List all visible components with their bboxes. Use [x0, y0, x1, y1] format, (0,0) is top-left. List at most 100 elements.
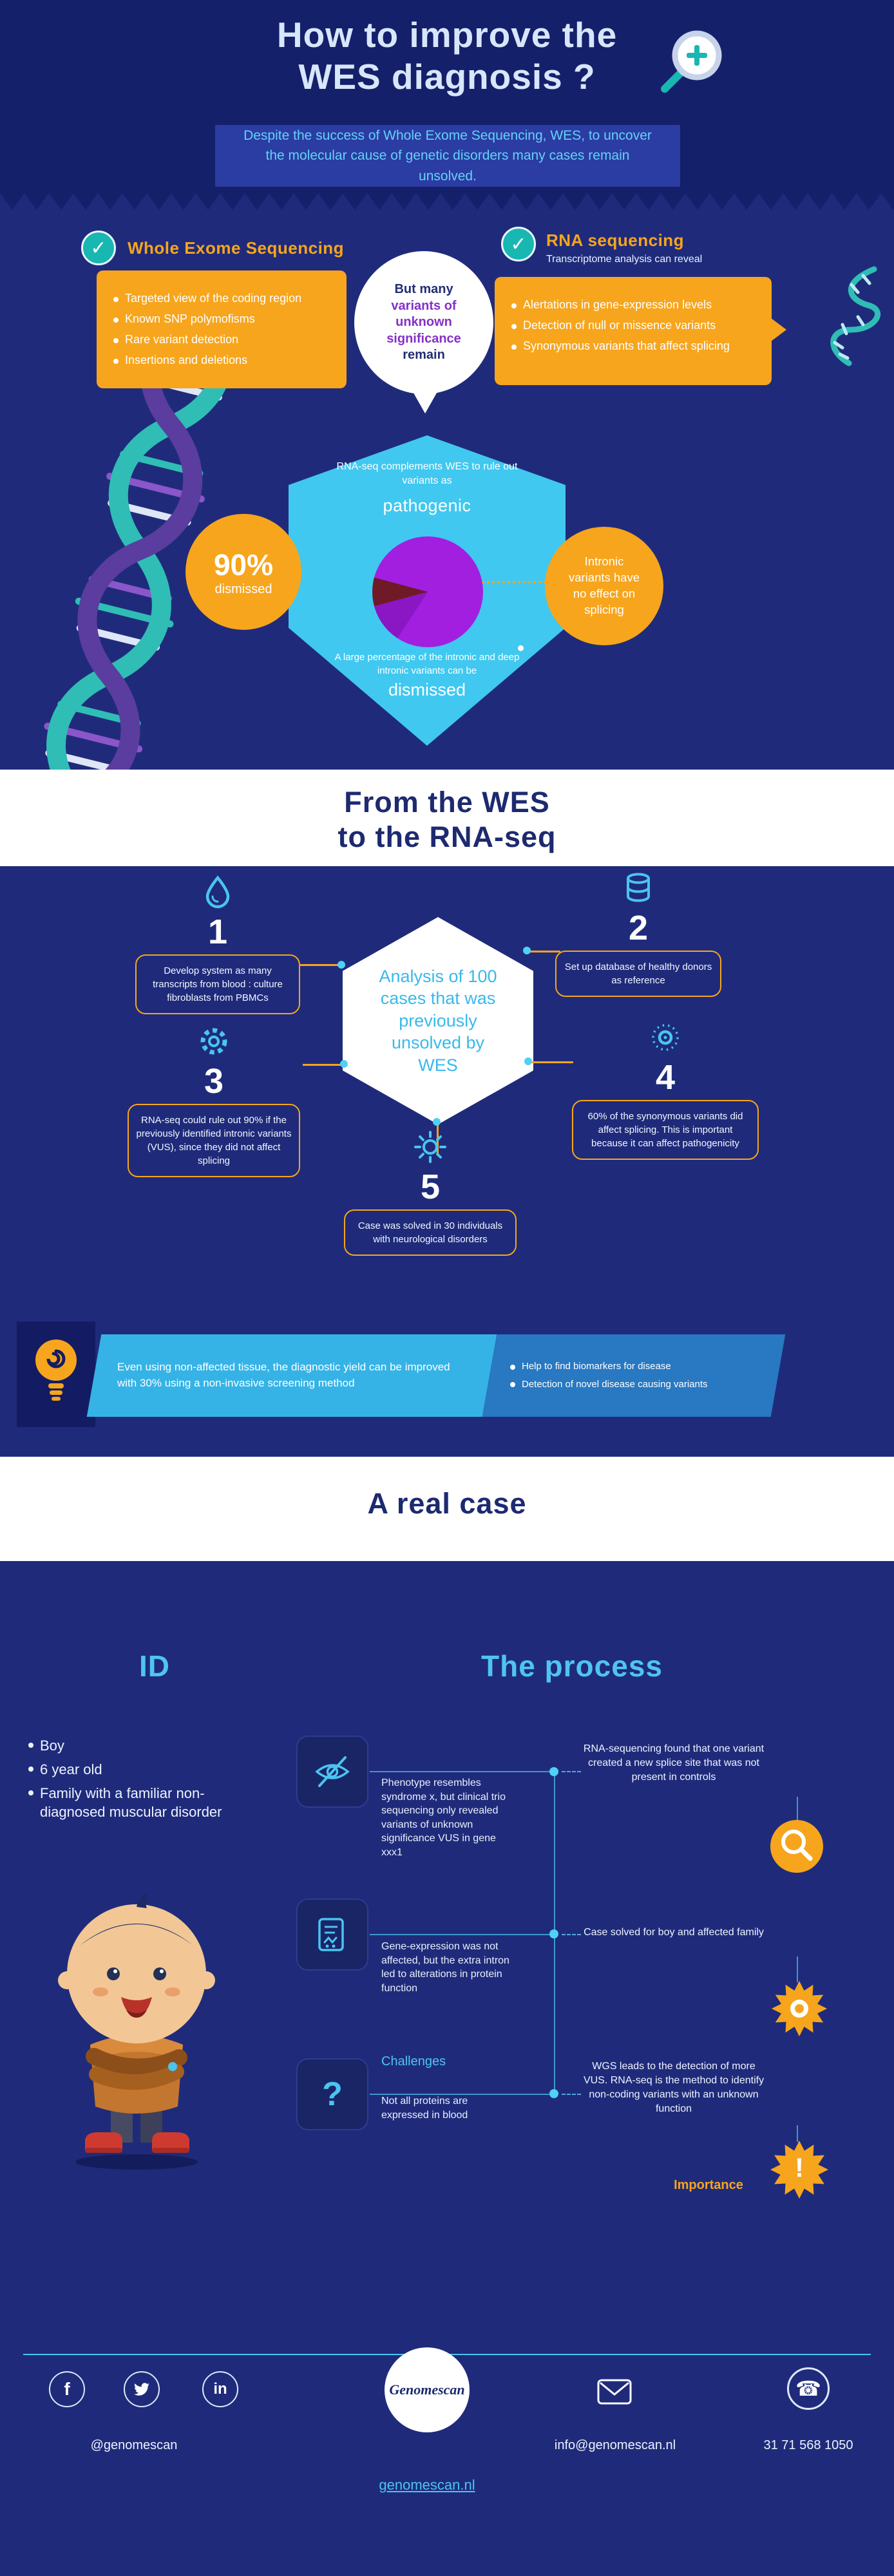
process-text-solved: Case solved for boy and affected family	[584, 1927, 764, 1938]
check-circle-icon: ✓	[81, 231, 116, 265]
step-number: 5	[420, 1168, 441, 1206]
step-text: Set up database of healthy donors as ref…	[564, 961, 712, 986]
intronic-note-circle: Intronic variants have no effect on spli…	[545, 527, 663, 645]
wes-to-rnaseq-line1: From the WES	[344, 786, 550, 819]
dashed-connector	[562, 1771, 581, 1772]
title-line2: WES diagnosis ?	[298, 56, 596, 97]
dashed-connector	[562, 2094, 581, 2095]
linkedin-icon[interactable]: in	[202, 2371, 238, 2407]
step-frame: Set up database of healthy donors as ref…	[555, 951, 721, 997]
step-text: 60% of the synonymous variants did affec…	[587, 1111, 743, 1149]
phenotype-text: Phenotype resembles syndrome x, but clin…	[381, 1777, 506, 1858]
phone-glyph: ☎	[795, 2377, 821, 2400]
tip-bullet: Detection of novel disease causing varia…	[509, 1378, 708, 1391]
step-1: 1 Develop system as many transcripts fro…	[135, 873, 300, 1014]
tip-bullet: Help to find biomarkers for disease	[509, 1360, 708, 1373]
connector-dot	[549, 1929, 558, 1938]
step-2: 2 Set up database of healthy donors as r…	[555, 869, 721, 997]
email-icon[interactable]	[596, 2378, 632, 2406]
wes-bullets-box: Targeted view of the coding region Known…	[97, 270, 347, 388]
magnifier-icon	[770, 1820, 823, 1873]
check-glyph: ✓	[90, 237, 107, 259]
connector-line	[529, 951, 560, 952]
process-text-wgs: WGS leads to the detection of more VUS. …	[583, 2061, 765, 2115]
tip-banner-left: Even using non-affected tissue, the diag…	[86, 1334, 497, 1417]
question-icon-box: ?	[296, 2058, 368, 2130]
facebook-icon[interactable]: f	[49, 2371, 85, 2407]
step-4: 4 60% of the synonymous variants did aff…	[572, 1019, 759, 1160]
id-bullet: 6 year old	[27, 1760, 254, 1779]
id-heading: ID	[139, 1649, 170, 1683]
boy-illustration	[58, 1893, 215, 2170]
connector-dot	[340, 1060, 348, 1068]
step-frame: Case was solved in 30 individuals with n…	[344, 1209, 517, 1256]
connector-line	[300, 964, 345, 966]
speech-bubble: But many variants of unknown significanc…	[354, 251, 493, 394]
header: How to improve the WES diagnosis ? Despi…	[0, 0, 894, 193]
connector-line	[370, 1771, 554, 1772]
question-icon: ?	[322, 2076, 343, 2113]
challenges-label: Challenges	[381, 2054, 446, 2069]
connector-dot	[433, 1118, 441, 1126]
virus-icon	[414, 1131, 446, 1163]
dismissed-highlight: dismissed	[388, 680, 466, 699]
bubble-line3: remain	[403, 348, 445, 363]
phone-number[interactable]: 31 71 568 1050	[763, 2438, 853, 2452]
wes-to-rnaseq-line2: to the RNA-seq	[338, 820, 556, 853]
wes-bullet: Targeted view of the coding region	[112, 292, 331, 305]
email-address[interactable]: info@genomescan.nl	[554, 2438, 676, 2452]
wes-to-rnaseq-title: From the WES to the RNA-seq	[0, 770, 894, 855]
dismissed-pct-label: dismissed	[214, 582, 272, 596]
twitter-handle: @genomescan	[90, 2438, 178, 2452]
gear-dotted-icon	[652, 1024, 679, 1051]
speech-bubble-tail	[408, 384, 442, 413]
analysis-hexagon-text-wrap: Analysis of 100 cases that was previousl…	[343, 917, 533, 1124]
wes-section-title: Whole Exome Sequencing	[128, 238, 345, 258]
twitter-icon[interactable]	[124, 2371, 160, 2407]
website-link[interactable]: genomescan.nl	[379, 2477, 475, 2493]
phenotype-icon-box	[296, 1736, 368, 1808]
connector-dot	[518, 645, 524, 651]
step-frame: Develop system as many transcripts from …	[135, 954, 300, 1014]
rna-bullet: Synonymous variants that affect splicing	[510, 339, 756, 353]
step-frame: 60% of the synonymous variants did affec…	[572, 1100, 759, 1160]
eye-slash-icon	[315, 1756, 350, 1787]
step-text: Case was solved in 30 individuals with n…	[357, 1220, 503, 1245]
connector-dot	[523, 947, 531, 954]
linkedin-glyph: in	[213, 2380, 227, 2398]
bubble-line1: But many	[394, 282, 453, 297]
id-bullets: Boy 6 year old Family with a familiar no…	[27, 1731, 254, 1826]
exclamation-icon: !	[770, 2141, 828, 2199]
step-3: 3 RNA-seq could rule out 90% if the prev…	[128, 1023, 300, 1177]
dismissed-pct: 90%	[213, 547, 274, 582]
genomescan-logo-text: Genomescan	[389, 2382, 465, 2398]
section-divider-real-case: A real case	[0, 1457, 894, 1561]
check-circle-icon: ✓	[501, 227, 536, 261]
step-number: 1	[207, 913, 228, 951]
step-text: RNA-seq could rule out 90% if the previo…	[136, 1115, 292, 1166]
real-case-title: A real case	[367, 1487, 527, 1520]
exclamation-glyph: !	[795, 2152, 804, 2183]
genomescan-logo[interactable]: Genomescan	[385, 2347, 470, 2432]
gene-expression-icon-box	[296, 1899, 368, 1971]
lightbulb-icon	[35, 1340, 77, 1401]
id-bullet: Boy	[27, 1736, 254, 1755]
connector-line	[531, 1061, 573, 1063]
pathogenic-label: pathogenic	[383, 496, 471, 515]
bubble-line2: variants of unknown significance	[386, 298, 461, 346]
magnifier-plus-icon	[661, 30, 722, 93]
wes-bullet: Insertions and deletions	[112, 354, 331, 367]
rna-bullets-box: Alertations in gene-expression levels De…	[495, 277, 772, 385]
tip-text: Even using non-affected tissue, the diag…	[117, 1361, 450, 1389]
phone-icon[interactable]: ☎	[787, 2367, 830, 2410]
connector-line	[370, 1934, 554, 1935]
page-title: How to improve the WES diagnosis ?	[0, 14, 894, 98]
step-number: 3	[204, 1062, 224, 1101]
pie-chart	[372, 536, 483, 647]
connector-line	[303, 1064, 348, 1066]
step-number: 2	[628, 909, 649, 947]
database-icon	[627, 873, 650, 902]
rna-strand-icon	[830, 266, 881, 366]
facebook-glyph: f	[64, 2379, 70, 2399]
burst-icon	[772, 1981, 827, 2040]
